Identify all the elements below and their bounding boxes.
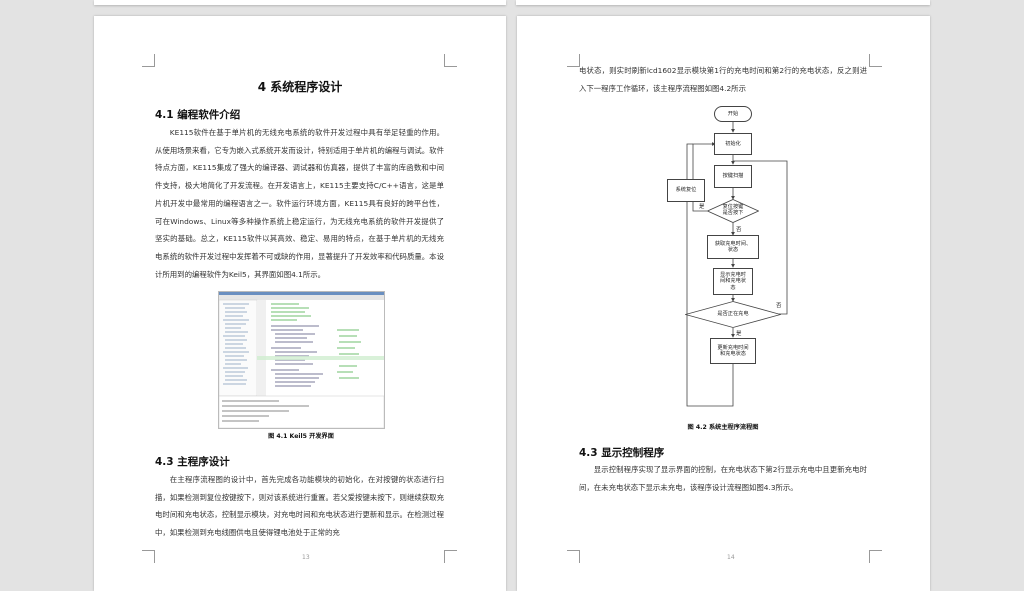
section-heading: 4.3 主程序设计 xyxy=(155,456,230,468)
flow-get-time-status: 获取充电时间、 状态 xyxy=(707,235,759,259)
page-14: 电状态，则实时刷新lcd1602显示模块第1行的充电时间和第2行的充电状态，反之… xyxy=(517,16,930,591)
crop-mark xyxy=(142,54,155,67)
chapter-title: 4 系统程序设计 xyxy=(257,80,343,94)
paragraph: 在主程序流程图的设计中，首先完成各功能模块的初始化，在对按键的状态进行扫描，如果… xyxy=(155,475,444,538)
flow-label-no: 否 xyxy=(776,303,782,309)
page-13: 4 系统程序设计 4.1 编程软件介绍 KE115软件在基于单片机的无线充电系统… xyxy=(94,16,506,591)
section-heading: 4.3 显示控制程序 xyxy=(579,447,665,459)
crop-mark xyxy=(869,550,882,563)
flow-reset-decision-shape xyxy=(707,199,759,223)
crop-mark xyxy=(567,550,580,563)
page-number: 13 xyxy=(302,554,310,561)
crop-mark xyxy=(869,54,882,67)
flow-display: 显示充电时 间和充电状 态 xyxy=(713,268,753,295)
keil5-ide-screenshot xyxy=(218,291,385,429)
flow-charging-decision: 是否正在充电 xyxy=(717,311,749,317)
flow-charging-decision-shape xyxy=(685,301,781,328)
main-program-flowchart xyxy=(686,122,788,407)
crop-mark xyxy=(567,54,580,67)
flow-init: 初始化 xyxy=(714,133,752,155)
paragraph: 电状态，则实时刷新lcd1602显示模块第1行的充电时间和第2行的充电状态，反之… xyxy=(579,66,867,93)
section-heading: 4.1 编程软件介绍 xyxy=(155,109,241,121)
crop-mark xyxy=(142,550,155,563)
crop-mark xyxy=(444,54,457,67)
page-number: 14 xyxy=(727,554,735,561)
figure-caption: 图 4.2 系统主程序流程图 xyxy=(687,424,759,431)
paragraph: KE115软件在基于单片机的无线充电系统的软件开发过程中具有举足轻重的作用。从使… xyxy=(155,128,444,279)
flow-label-yes: 是 xyxy=(699,204,705,210)
figure-caption: 图 4.1 Keil5 开发界面 xyxy=(268,433,334,440)
flow-label-yes: 是 xyxy=(736,331,742,337)
flow-key-scan: 按键扫描 xyxy=(714,165,752,188)
flow-reset-decision: 复位按键 是否按下 xyxy=(722,204,744,217)
keil5-ide-image xyxy=(218,292,385,429)
flow-update: 更新充电时间 和充电状态 xyxy=(710,338,756,364)
previous-page-bottom-left xyxy=(94,0,506,5)
flow-start: 开始 xyxy=(714,106,752,122)
paragraph: 显示控制程序实现了显示界面的控制，在充电状态下第2行显示充电中且更新充电时间，在… xyxy=(579,465,867,492)
flow-system-reset: 系统复位 xyxy=(667,179,705,202)
previous-page-bottom-right xyxy=(516,0,930,5)
flow-label-no: 否 xyxy=(736,227,742,233)
crop-mark xyxy=(444,550,457,563)
